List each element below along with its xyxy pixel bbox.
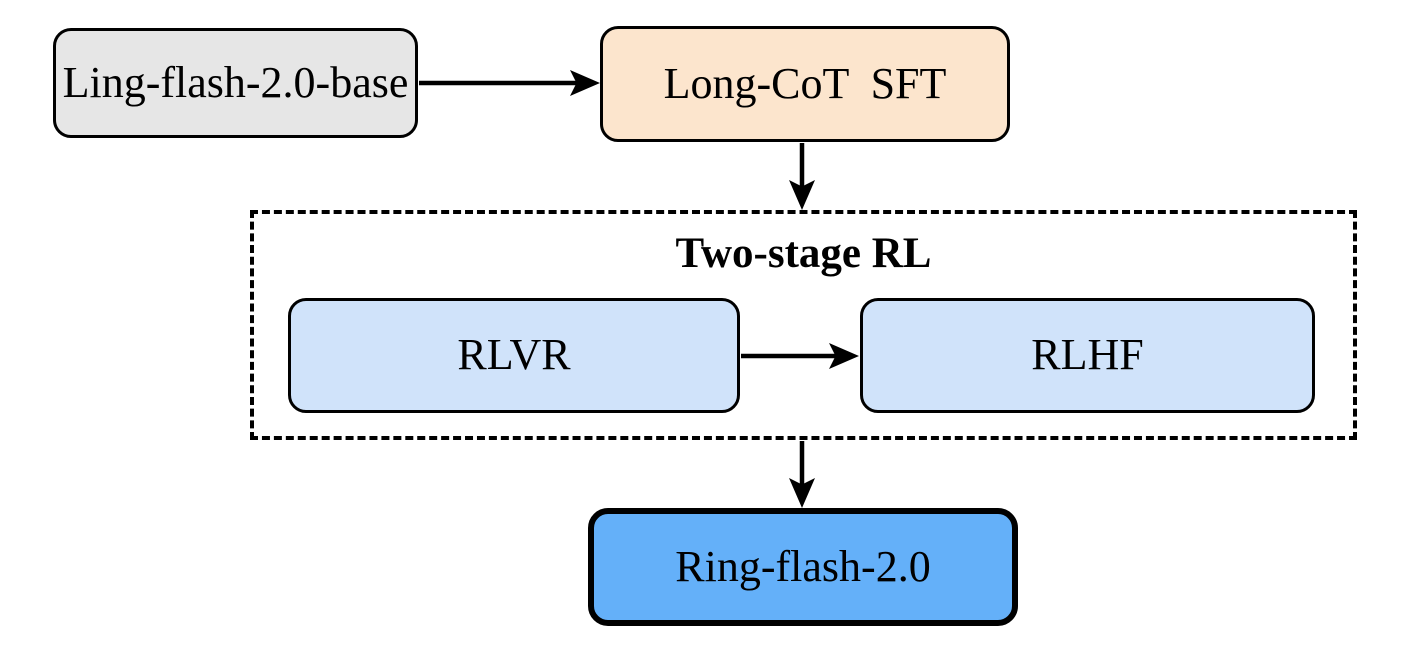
node-rlvr: RLVR (288, 298, 740, 413)
arrow-sft-to-two-stage-rl-icon (789, 143, 815, 210)
node-ling-flash-2-0-base: Ling-flash-2.0-base (53, 28, 418, 138)
node-rlhf: RLHF (860, 298, 1315, 413)
two-stage-rl-group-label: Two-stage RL (675, 230, 932, 277)
node-ring-flash-2-0: Ring-flash-2.0 (588, 508, 1018, 626)
two-stage-rl-group-box (250, 210, 1357, 440)
node-long-cot-sft: Long-CoT SFT (600, 26, 1010, 142)
arrow-two-stage-rl-to-ring-icon (789, 441, 815, 508)
arrow-base-to-sft-icon (419, 70, 600, 96)
